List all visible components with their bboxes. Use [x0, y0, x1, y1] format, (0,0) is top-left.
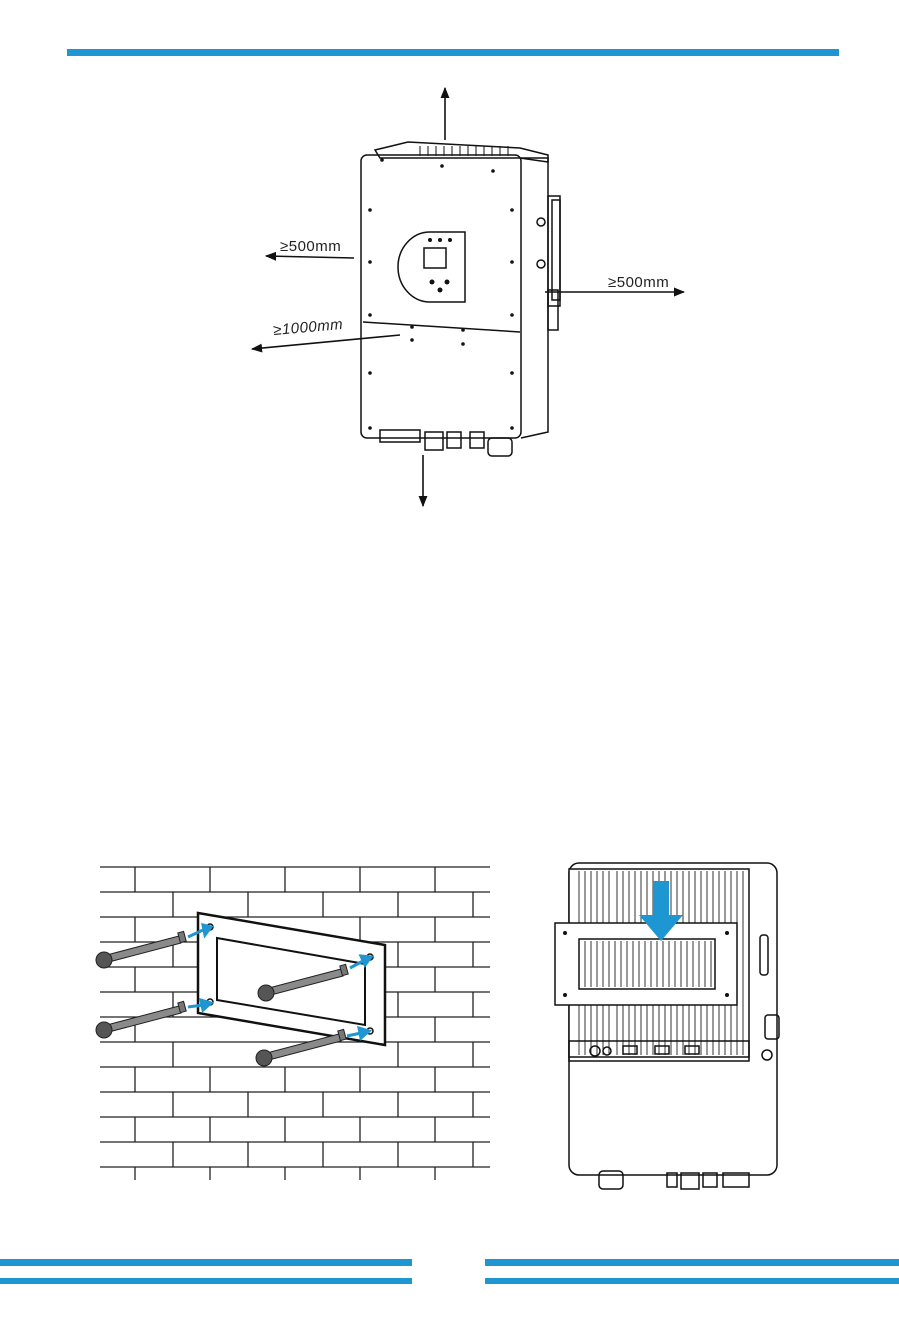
footer-rule-left-upper — [0, 1259, 412, 1266]
clearance-left-label: ≥500mm — [280, 238, 341, 255]
bracket-plate — [555, 923, 737, 1005]
inverter-mounting-illustration — [555, 855, 795, 1195]
clearance-right-label: ≥500mm — [608, 274, 669, 291]
panel-screws — [368, 158, 514, 430]
clearance-arrow-left — [266, 256, 354, 258]
inverter-clearance-diagram — [0, 0, 899, 560]
wall-bracket-illustration — [95, 855, 495, 1185]
footer-rule-right-lower — [485, 1278, 899, 1284]
inverter-body — [361, 142, 560, 456]
footer-rule-left-lower — [0, 1278, 412, 1284]
footer-rule-right-upper — [485, 1259, 899, 1266]
mounting-bracket — [198, 913, 385, 1045]
